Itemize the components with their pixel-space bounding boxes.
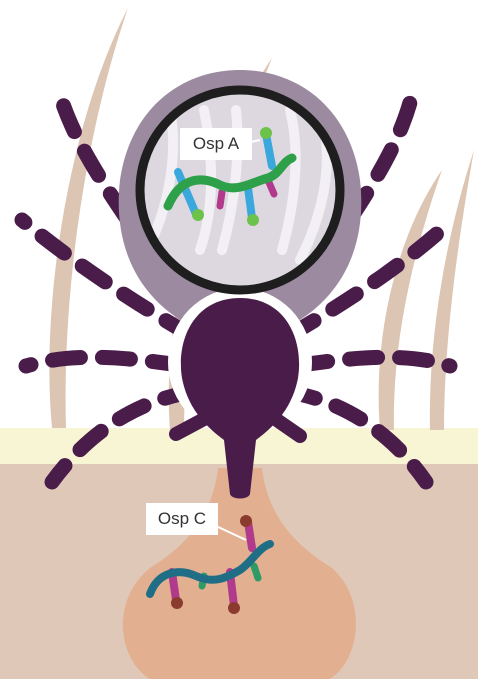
leg-left-3 [26,357,180,366]
receptor-green [260,127,272,139]
osp-a-protein [248,188,252,218]
osp-c-label: Osp C [146,503,218,535]
osp-protein-magenta [220,192,222,206]
osp-a-label: Osp A [180,128,252,160]
osp-protein-green [254,566,258,578]
receptor-green [247,214,259,226]
receptor-brown [240,515,252,527]
receptor-brown [171,597,183,609]
leg-right-3 [300,357,450,366]
receptor-brown [228,602,240,614]
receptor-green [192,209,204,221]
hair-right-2 [430,150,474,430]
